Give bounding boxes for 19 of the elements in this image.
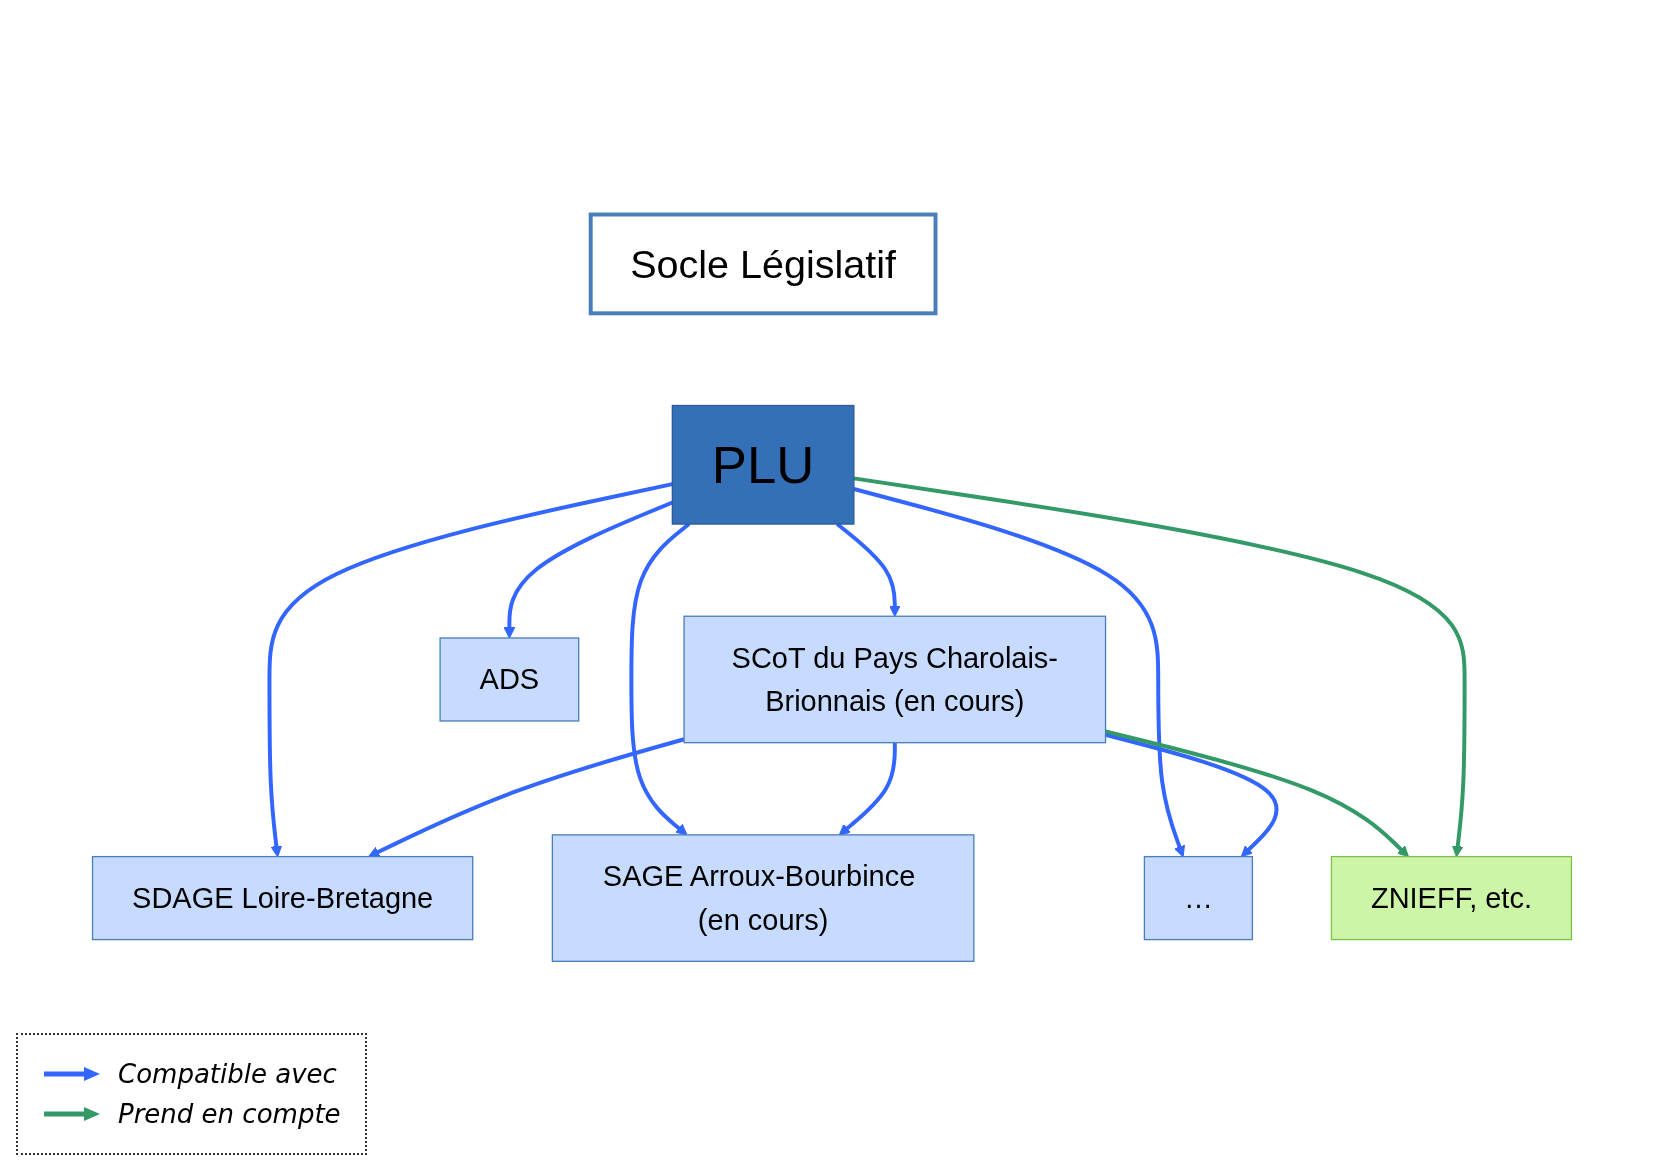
arrow — [835, 522, 901, 617]
node-box: SCoT du Pays Charolais-Brionnais (en cours) — [683, 615, 1107, 743]
arrow — [629, 522, 691, 835]
node-box: Socle Législatif — [588, 212, 938, 315]
arrow — [1105, 729, 1409, 857]
arrow — [853, 486, 1185, 857]
arrow — [853, 476, 1467, 857]
node-box: SAGE Arroux-Bourbince (en cours) — [551, 833, 975, 962]
node-box: SDAGE Loire-Bretagne — [91, 855, 474, 940]
node-box: PLU — [671, 404, 855, 525]
legend-label: Prend en compte — [118, 1099, 341, 1129]
legend-label: Compatible avec — [118, 1059, 337, 1089]
node-box: … — [1143, 855, 1254, 940]
arrow — [838, 742, 897, 835]
node-box: ZNIEFF, etc. — [1330, 855, 1573, 940]
arrow — [1105, 732, 1279, 857]
arrow — [267, 481, 673, 857]
node-box: ADS — [439, 636, 580, 722]
arrow — [368, 736, 685, 857]
